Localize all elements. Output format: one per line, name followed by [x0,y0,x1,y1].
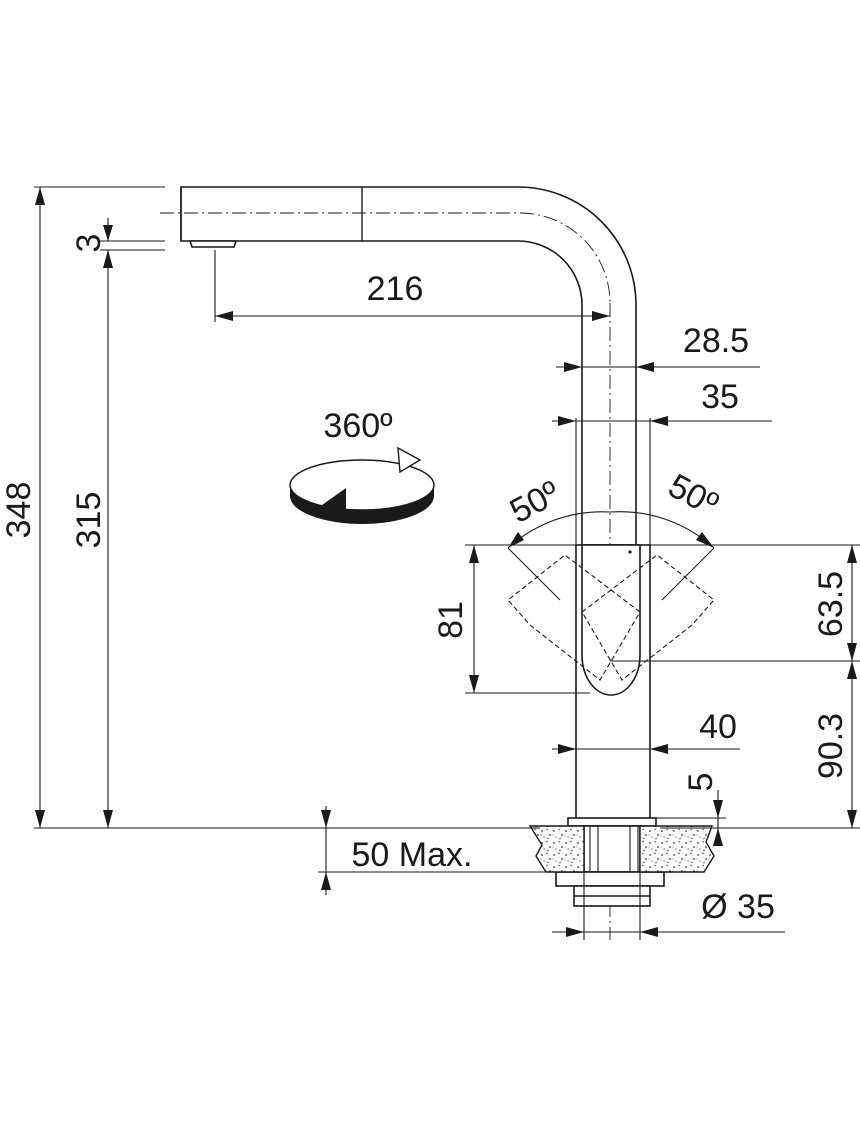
label-lever-lower: 90.3 [812,713,850,779]
dimension-lines [34,186,860,940]
countertop-left [528,825,585,873]
label-counter-thickness: 50 Max. [352,836,473,874]
countertop-right [639,825,715,873]
label-spout-height: 315 [70,492,108,549]
label-body-dia-upper: 28.5 [683,322,749,360]
spout [180,186,637,546]
label-body-dia: 35 [701,378,739,416]
faucet-outline [160,186,715,940]
rotation-icon [289,446,435,524]
mounting-shank [583,825,641,873]
label-spout-offset: 3 [70,234,108,253]
label-total-height: 348 [0,482,38,539]
label-rotation: 360º [323,407,392,445]
dimension-labels: 348 315 3 216 28.5 35 360º 50º 50º 81 63… [0,234,850,926]
fixing-plate [555,871,665,887]
label-lever-upper: 63.5 [812,571,850,637]
lever [581,544,641,696]
label-hole-dia: Ø 35 [701,888,775,926]
label-flange: 5 [682,773,720,792]
base-flange [567,817,657,827]
label-base-dia: 40 [699,708,737,746]
label-lever-height: 81 [432,601,470,639]
aerator [188,240,238,248]
label-reach: 216 [367,270,424,308]
label-angle-left: 50º [504,474,566,531]
label-angle-right: 50º [662,467,724,524]
